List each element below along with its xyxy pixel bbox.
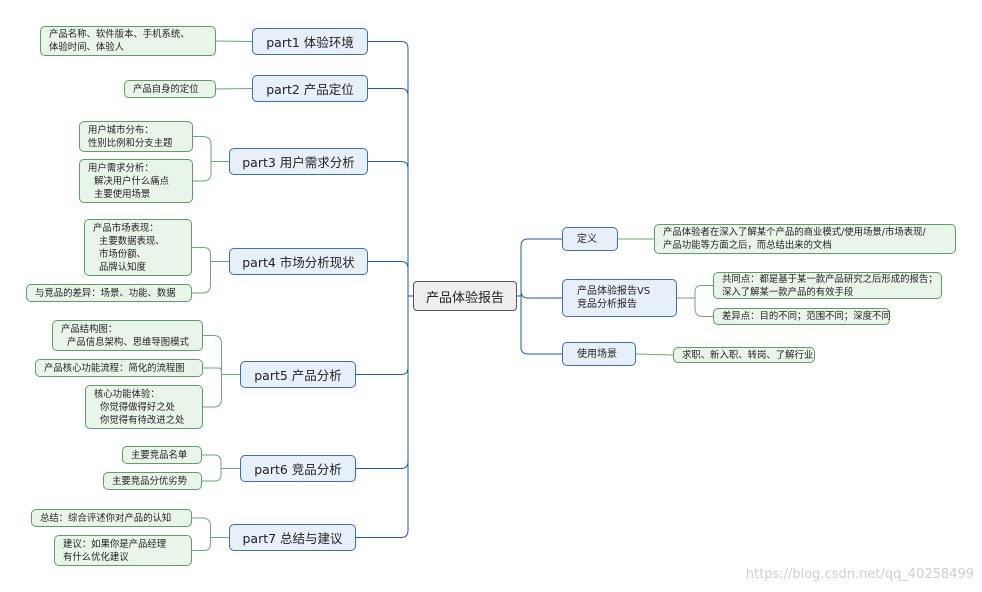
- edge-center-to-left-branch: [368, 161, 413, 297]
- central-topic[interactable]: 产品体验报告: [413, 281, 517, 311]
- branch-label: part4 市场分析现状: [242, 255, 355, 270]
- leaf-text: 差异点：目的不同；范围不同；深度不同: [722, 311, 891, 322]
- central-topic-label: 产品体验报告: [425, 290, 504, 306]
- edge-center-to-left-branch: [368, 88, 413, 297]
- leaf-text: 产品体验者在深入了解某个产品的商业模式/使用场景/市场表现/ 产品功能等方面之后…: [663, 227, 926, 251]
- branch-label: 产品体验报告VS 竞品分析报告: [577, 286, 651, 310]
- branch-label: 使用场景: [577, 348, 617, 360]
- leaf-text: 总结：综合评述你对产品的认知: [40, 512, 172, 524]
- edge-center-to-left-branch: [368, 261, 413, 297]
- leaf-text: 共同点：都是基于某一款产品研究之后形成的报告； 深入了解某一款产品的有效手段: [722, 273, 938, 298]
- watermark: https://blog.csdn.net/qq_40258499: [745, 567, 974, 582]
- edge-center-to-left-branch: [368, 41, 413, 297]
- edge-branch-to-leaf: [193, 136, 229, 162]
- edge-center-to-left-branch: [356, 295, 413, 538]
- branch-label: part3 用户需求分析: [242, 155, 355, 170]
- edge-branch-to-leaf: [192, 537, 229, 551]
- edge-branch-to-leaf: [677, 285, 713, 299]
- edge-center-to-left-branch: [356, 295, 413, 375]
- leaf-similarities[interactable]: 共同点：都是基于某一款产品研究之后形成的报告； 深入了解某一款产品的有效手段: [713, 272, 942, 299]
- branch-label: 定义: [577, 233, 597, 245]
- leaf-part6-competitor-swot[interactable]: 主要竞品分优劣势: [103, 472, 202, 490]
- leaf-differences[interactable]: 差异点：目的不同；范围不同；深度不同: [713, 308, 891, 325]
- branch-definition[interactable]: 定义: [562, 227, 618, 251]
- branch-label: part5 产品分析: [254, 368, 342, 383]
- leaf-text: 产品名称、软件版本、手机系统、 体验时间、体验人: [49, 29, 190, 53]
- leaf-part3-user-needs[interactable]: 用户需求分析： 解决用户什么痛点 主要使用场景: [79, 159, 193, 203]
- leaf-part2-positioning[interactable]: 产品自身的定位: [124, 80, 216, 98]
- leaf-text: 建议：如果你是产品经理 有什么优化建议: [63, 538, 167, 563]
- leaf-text: 产品市场表现： 主要数据表现、 市场份额、 品牌认知度: [93, 222, 165, 273]
- leaf-definition-text[interactable]: 产品体验者在深入了解某个产品的商业模式/使用场景/市场表现/ 产品功能等方面之后…: [654, 224, 956, 254]
- leaf-part5-structure[interactable]: 产品结构图： 产品信息架构、思维导图模式: [52, 320, 203, 351]
- leaf-text: 与竞品的差异：场景、功能、数据: [35, 287, 176, 299]
- branch-part2[interactable]: part2 产品定位: [252, 75, 368, 102]
- edge-branch-to-leaf: [635, 353, 674, 356]
- edge-branch-to-leaf: [215, 40, 253, 42]
- leaf-text: 用户城市分布： 性别比例和分支主题: [88, 124, 173, 149]
- leaf-text: 用户需求分析： 解决用户什么痛点 主要使用场景: [88, 162, 169, 200]
- leaf-text: 主要竞品名单: [131, 449, 188, 461]
- branch-part1[interactable]: part1 体验环境: [252, 28, 368, 55]
- edge-branch-to-leaf: [193, 161, 229, 182]
- leaf-part4-market-performance[interactable]: 产品市场表现： 主要数据表现、 市场份额、 品牌认知度: [84, 219, 192, 276]
- leaf-text: 产品自身的定位: [133, 83, 199, 95]
- edge-branch-to-leaf: [192, 261, 229, 294]
- edge-center-to-right-branch: [517, 295, 562, 355]
- edge-branch-to-leaf: [192, 517, 229, 538]
- leaf-part7-summary[interactable]: 总结：综合评述你对产品的认知: [31, 509, 192, 527]
- leaf-text: 产品结构图： 产品信息架构、思维导图模式: [61, 323, 189, 348]
- leaf-part1-environment[interactable]: 产品名称、软件版本、手机系统、 体验时间、体验人: [40, 26, 216, 56]
- leaf-text: 核心功能体验： 你觉得做得好之处 你觉得有待改进之处: [94, 388, 185, 426]
- edge-center-to-left-branch: [356, 295, 413, 469]
- leaf-part4-competitor-difference[interactable]: 与竞品的差异：场景、功能、数据: [26, 284, 192, 302]
- branch-vs-comparison[interactable]: 产品体验报告VS 竞品分析报告: [562, 279, 677, 317]
- branch-label: part7 总结与建议: [242, 531, 343, 546]
- leaf-part6-competitor-list[interactable]: 主要竞品名单: [122, 446, 202, 464]
- leaf-part5-core-flow[interactable]: 产品核心功能流程：简化的流程图: [35, 359, 203, 377]
- branch-label: part1 体验环境: [266, 35, 354, 50]
- leaf-part7-suggestion[interactable]: 建议：如果你是产品经理 有什么优化建议: [54, 535, 192, 566]
- branch-part5[interactable]: part5 产品分析: [240, 361, 356, 388]
- edge-branch-to-leaf: [192, 247, 229, 262]
- edge-center-to-right-branch: [517, 290, 562, 299]
- edge-branch-to-leaf: [677, 297, 713, 317]
- branch-label: part2 产品定位: [266, 82, 354, 97]
- branch-usage-scenarios[interactable]: 使用场景: [562, 342, 636, 366]
- leaf-part3-user-distribution[interactable]: 用户城市分布： 性别比例和分支主题: [79, 121, 193, 152]
- edge-branch-to-leaf: [203, 335, 240, 375]
- leaf-text: 求职、新入职、转岗、了解行业: [682, 349, 814, 361]
- branch-label: part6 竞品分析: [254, 462, 342, 477]
- branch-part4[interactable]: part4 市场分析现状: [229, 248, 368, 275]
- edge-branch-to-leaf: [203, 367, 240, 375]
- branch-part3[interactable]: part3 用户需求分析: [229, 148, 368, 175]
- edge-center-to-right-branch: [517, 238, 562, 297]
- leaf-usage-scenarios[interactable]: 求职、新入职、转岗、了解行业: [673, 347, 815, 363]
- branch-part7[interactable]: part7 总结与建议: [229, 524, 356, 551]
- branch-part6[interactable]: part6 竞品分析: [240, 455, 356, 482]
- edge-branch-to-leaf: [202, 454, 240, 469]
- edge-branch-to-leaf: [203, 374, 240, 408]
- leaf-part5-core-experience[interactable]: 核心功能体验： 你觉得做得好之处 你觉得有待改进之处: [85, 385, 203, 429]
- edge-branch-to-leaf: [202, 468, 240, 482]
- leaf-text: 主要竞品分优劣势: [112, 475, 188, 487]
- leaf-text: 产品核心功能流程：简化的流程图: [44, 362, 185, 374]
- edge-branch-to-leaf: [215, 88, 253, 90]
